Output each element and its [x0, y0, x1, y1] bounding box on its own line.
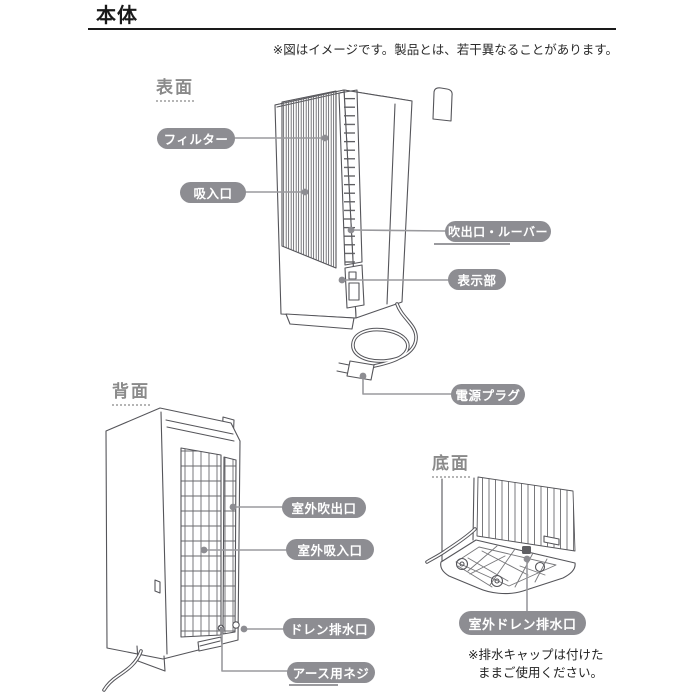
feet	[455, 557, 546, 588]
bottom-pan	[440, 539, 576, 595]
outdoor-grille	[180, 447, 222, 638]
dot-outdoor-drain	[523, 555, 531, 563]
earth-screw-underline	[289, 684, 338, 686]
callout-outlet-louver: 吹出口・ルーバー	[445, 221, 551, 242]
callout-outdoor-outlet: 室外吹出口	[282, 497, 366, 518]
callout-dots	[200, 134, 531, 633]
outlet-louver-underline	[434, 243, 510, 245]
bottom-view-illustration	[440, 476, 576, 595]
callout-power-plug: 電源プラグ	[451, 384, 525, 405]
leader-power-plug	[362, 376, 453, 395]
dot-outlet-louver	[347, 226, 355, 234]
power-cord-illustration	[336, 302, 418, 381]
front-view-label: 表面	[156, 80, 194, 102]
bottom-view-label: 底面	[432, 456, 470, 478]
dot-power-plug	[359, 372, 367, 380]
callout-filter: フィルター	[157, 128, 235, 149]
dot-drain-outlet	[240, 625, 248, 633]
outdoor-grille-narrow	[222, 456, 237, 635]
callout-drain-outlet: ドレン排水口	[283, 618, 375, 639]
page-title: 本体	[96, 3, 138, 27]
back-view-label: 背面	[112, 384, 150, 406]
back-cord-illustration	[102, 649, 143, 692]
callout-leader-lines	[203, 137, 528, 672]
callout-outdoor-intake: 室外吸入口	[286, 539, 374, 560]
leader-earth-screw	[221, 630, 288, 672]
rear-grille-bottom	[476, 476, 576, 552]
bottom-note-line2: ままご使用ください。	[478, 665, 604, 680]
window-frame-tab	[432, 87, 453, 122]
callout-outdoor-drain-outlet: 室外ドレン排水口	[459, 611, 586, 635]
dot-filter	[321, 134, 329, 142]
front-unit-illustration	[274, 87, 453, 330]
back-unit-illustration	[105, 407, 241, 672]
drain-port	[232, 621, 240, 629]
dot-earth-screw	[219, 627, 225, 633]
dot-outdoor-outlet	[229, 503, 237, 511]
dot-intake	[301, 188, 309, 196]
power-plug-illustration	[336, 360, 375, 381]
title-rule	[88, 28, 616, 31]
callout-earth-screw: アース用ネジ	[287, 662, 375, 683]
drain-cap	[522, 546, 531, 554]
dot-display	[338, 276, 346, 284]
louver-strip	[338, 89, 363, 266]
callout-intake: 吸入口	[180, 182, 246, 203]
disclaimer-note: ※図はイメージです。製品とは、若干異なることがあります。	[272, 42, 618, 57]
leader-outlet-louver	[350, 229, 446, 232]
dot-outdoor-intake	[200, 546, 208, 554]
bottom-cord-illustration	[425, 527, 477, 564]
callout-display: 表示部	[448, 269, 506, 290]
bottom-note-line1: ※排水キャップは付けた	[468, 647, 604, 662]
filter-slats	[281, 90, 337, 269]
